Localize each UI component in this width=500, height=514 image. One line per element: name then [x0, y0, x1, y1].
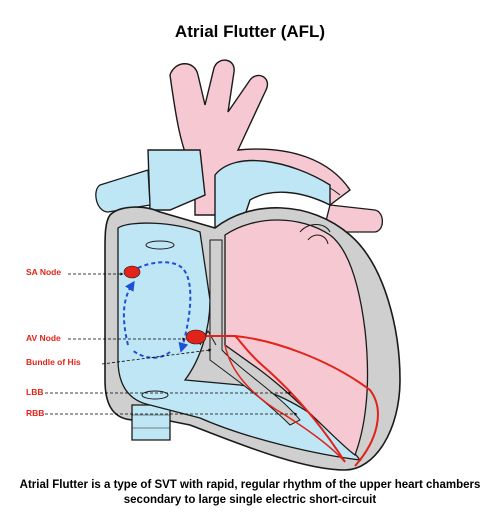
superior-vena-cava: [95, 149, 206, 213]
left-chambers: [224, 219, 369, 456]
caption-line-1: Atrial Flutter is a type of SVT with rap…: [19, 479, 481, 491]
conduction-pathway: [205, 335, 379, 467]
sa-node-label: SA Node: [26, 267, 62, 277]
caption-line-2: secondary to large single electric short…: [123, 494, 377, 506]
septum: [209, 239, 301, 426]
lbb-label: LBB: [26, 387, 44, 397]
rbb-label: RBB: [26, 408, 45, 418]
valves: [141, 240, 217, 400]
diagram-title: Atrial Flutter (AFL): [174, 22, 326, 41]
av-node: [185, 329, 207, 345]
bundle-of-his-label: Bundle of His: [26, 357, 81, 367]
av-node-label: AV Node: [26, 333, 61, 343]
diagram-caption: Atrial Flutter is a type of SVT with rap…: [0, 478, 500, 508]
flutter-circuit: [122, 261, 192, 359]
inferior-vena-cava: [131, 404, 171, 441]
leader-lines: [45, 272, 298, 416]
sa-node: [123, 265, 141, 279]
